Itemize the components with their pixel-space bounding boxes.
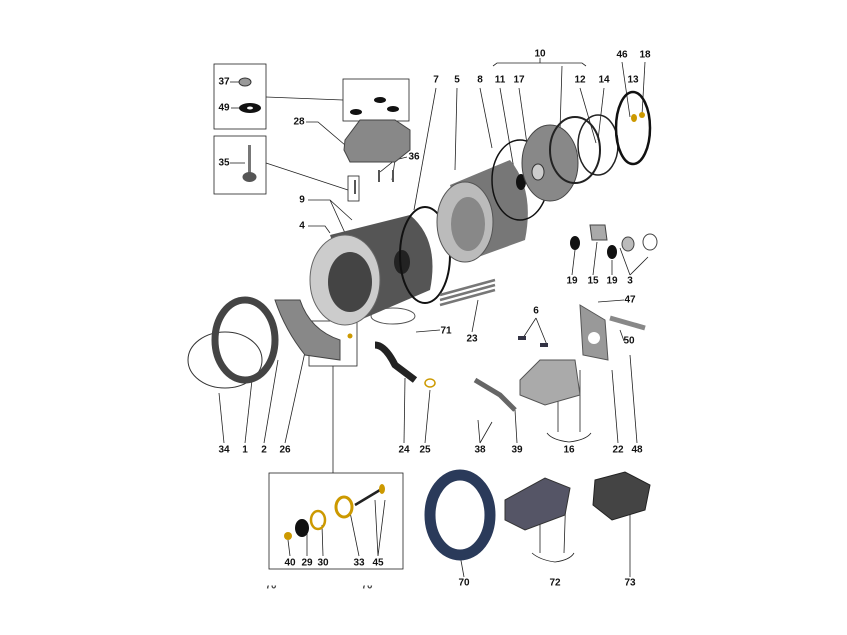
callout-25: 25 (419, 444, 431, 456)
callout-12: 12 (574, 74, 586, 86)
callout-38: 38 (474, 444, 486, 456)
front-bracket-part (274, 299, 341, 361)
callout-37: 37 (218, 76, 230, 88)
callout-11: 11 (494, 74, 506, 86)
hose-part (374, 341, 418, 383)
callout-23: 23 (466, 333, 478, 345)
callout-16: 16 (563, 444, 575, 456)
callout-48: 48 (631, 444, 643, 456)
callout-13: 13 (627, 74, 639, 86)
callout-3: 3 (627, 275, 633, 287)
callout-2: 2 (261, 444, 267, 456)
counterweight-part (343, 119, 411, 163)
inset-box-nut-washer (213, 63, 267, 130)
callout-22: 22 (612, 444, 624, 456)
callout-47: 47 (624, 294, 636, 306)
callout-73: 73 (624, 577, 636, 589)
callout-34: 34 (218, 444, 230, 456)
callout-28: 28 (293, 116, 305, 128)
callout-70-cut: 70 (361, 580, 373, 592)
callout-40: 40 (284, 557, 296, 569)
belt-part (614, 90, 652, 166)
clamp-ring-part (187, 331, 263, 389)
callout-10: 10 (534, 48, 546, 60)
callout-1: 1 (242, 444, 248, 456)
drum-part (436, 160, 528, 263)
pump-part (519, 359, 581, 406)
callout-35: 35 (218, 157, 230, 169)
callout-9: 9 (299, 194, 305, 206)
inset-box-bracket-hardware (268, 472, 404, 570)
callout-45: 45 (372, 557, 384, 569)
callout-71: 71 (440, 325, 452, 337)
callout-15: 15 (587, 275, 599, 287)
callout-5: 5 (454, 74, 460, 86)
stator-part (424, 469, 496, 561)
callout-36: 36 (408, 151, 420, 163)
callout-6: 6 (533, 305, 539, 317)
callout-72: 72 (549, 577, 561, 589)
callout-70-cut: 70 (265, 580, 277, 592)
foot-part (242, 172, 257, 182)
tub-part (309, 215, 433, 326)
callout-24: 24 (398, 444, 410, 456)
callout-26: 26 (279, 444, 291, 456)
motor-part (504, 477, 571, 531)
drum-flange-part (521, 124, 579, 202)
nut-part (238, 77, 252, 87)
callout-19: 19 (606, 275, 618, 287)
inset-box-bolt (347, 175, 360, 202)
callout-50: 50 (623, 335, 635, 347)
callout-18: 18 (639, 49, 651, 61)
callout-19: 19 (566, 275, 578, 287)
callout-29: 29 (301, 557, 313, 569)
callout-14: 14 (598, 74, 610, 86)
motor-alt-part (592, 471, 651, 521)
door-gasket-part (211, 296, 279, 384)
callout-8: 8 (477, 74, 483, 86)
callout-39: 39 (511, 444, 523, 456)
callout-30: 30 (317, 557, 329, 569)
callout-7: 7 (433, 74, 439, 86)
callout-33: 33 (353, 557, 365, 569)
callout-17: 17 (513, 74, 525, 86)
callout-46: 46 (616, 49, 628, 61)
inset-box-foot (213, 135, 267, 195)
callout-70: 70 (458, 577, 470, 589)
callout-49: 49 (218, 102, 230, 114)
callout-4: 4 (299, 220, 305, 232)
